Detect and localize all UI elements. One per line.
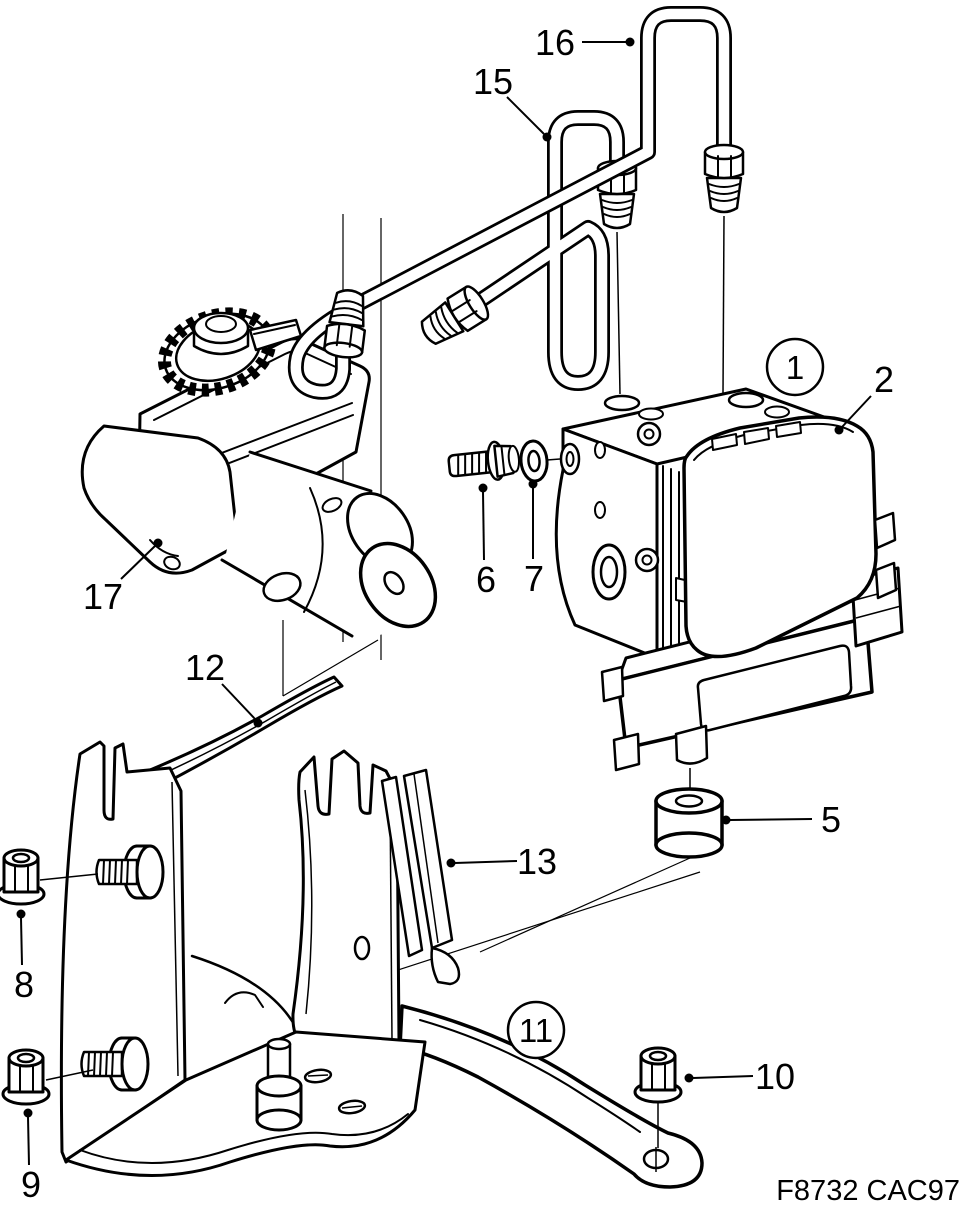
abs-valve-block [554, 427, 659, 660]
bracket-arm [398, 1004, 704, 1189]
callout-2[interactable]: 2 [834, 359, 895, 435]
callout-dot-13 [446, 858, 456, 868]
callout-5[interactable]: 5 [721, 799, 842, 840]
callout-leader-2 [841, 395, 872, 428]
callout-dot-8 [16, 909, 26, 919]
callout-number-10: 10 [755, 1056, 795, 1097]
bracket-base [64, 1030, 427, 1177]
callout-dot-7 [528, 479, 538, 489]
mounting-flange [80, 424, 240, 575]
cylinder-body [220, 450, 438, 638]
nut-9 [1, 1048, 51, 1106]
callout-1[interactable]: 1 [765, 337, 825, 397]
nut-8 [0, 848, 46, 906]
callout-number-9: 9 [21, 1164, 41, 1205]
rubber-bushing [654, 787, 724, 859]
callout-17[interactable]: 17 [83, 538, 163, 618]
callout-leader-17 [120, 545, 156, 580]
callout-7[interactable]: 7 [524, 479, 544, 600]
abs-cover [682, 415, 898, 659]
callout-leader-5 [729, 818, 813, 821]
callout-dot-2 [834, 425, 844, 435]
callout-15[interactable]: 15 [473, 61, 552, 142]
callout-number-12: 12 [185, 647, 225, 688]
callout-dot-6 [478, 483, 488, 493]
callout-circle-11 [506, 1000, 566, 1060]
callout-number-16: 16 [535, 22, 575, 63]
callout-leader-10 [692, 1075, 754, 1079]
bolt-6 [447, 440, 520, 481]
callout-number-6: 6 [476, 559, 496, 600]
washer-7 [519, 439, 561, 483]
callout-16[interactable]: 16 [535, 22, 635, 63]
nut-10 [633, 1046, 683, 1104]
abs-hydraulic-unit [554, 387, 904, 772]
callout-leader-9 [27, 1116, 30, 1166]
strip-13 [380, 768, 461, 986]
callout-dot-15 [542, 132, 552, 142]
callout-number-7: 7 [524, 558, 544, 599]
figure-code: F8732 CAC97 [776, 1175, 960, 1207]
brake-pipe-16 [287, 6, 745, 400]
callout-leader-8 [20, 917, 23, 966]
callout-leader-12 [221, 683, 256, 720]
callout-number-1: 1 [786, 349, 804, 386]
callout-dot-16 [625, 37, 635, 47]
callout-12[interactable]: 12 [185, 647, 263, 728]
callout-leader-13 [454, 860, 518, 864]
callout-8[interactable]: 8 [14, 909, 34, 1006]
brake-pipe-15 [414, 110, 638, 391]
callout-number-13: 13 [517, 841, 557, 882]
callout-dot-5 [721, 815, 731, 825]
callout-dot-10 [684, 1073, 694, 1083]
callout-number-2: 2 [874, 359, 894, 400]
callout-dot-9 [23, 1108, 33, 1118]
callout-number-17: 17 [83, 576, 123, 617]
callout-number-5: 5 [821, 799, 841, 840]
callout-leader-6 [482, 491, 485, 561]
callout-dot-12 [253, 718, 263, 728]
callout-10[interactable]: 10 [684, 1056, 796, 1097]
master-cylinder [80, 307, 438, 638]
callout-11[interactable]: 11 [506, 1000, 566, 1060]
callout-circle-1 [765, 337, 825, 397]
callout-number-11: 11 [519, 1012, 553, 1049]
callout-9[interactable]: 9 [21, 1108, 41, 1206]
pipe-fitting-16 [703, 143, 745, 214]
callout-number-15: 15 [473, 61, 513, 102]
callout-6[interactable]: 6 [476, 483, 496, 601]
reservoir-cap [157, 307, 303, 397]
callout-number-8: 8 [14, 964, 34, 1005]
callout-dot-17 [153, 538, 163, 548]
callout-leader-15 [506, 96, 545, 135]
callout-13[interactable]: 13 [446, 841, 558, 882]
mounting-bracket [0, 675, 704, 1189]
